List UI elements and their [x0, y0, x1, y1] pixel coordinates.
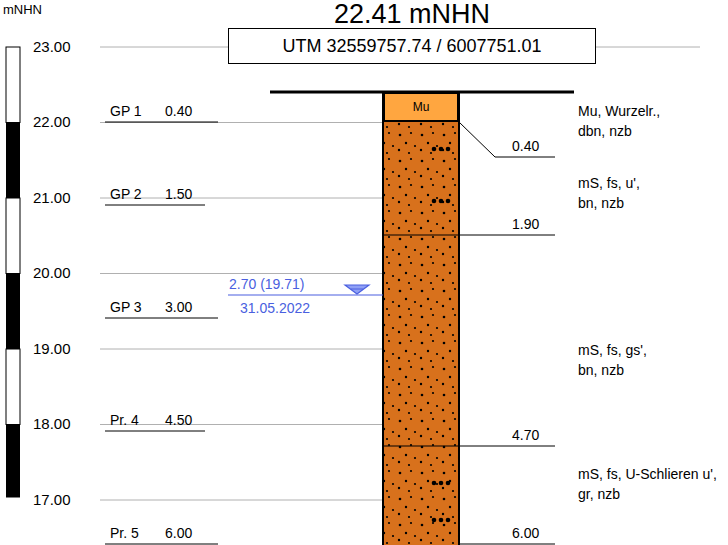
depth-line — [459, 122, 555, 544]
diagram-title: 22.41 mNHN — [334, 0, 490, 30]
sample-line — [105, 122, 218, 544]
layer-depth: 6.00 — [512, 525, 539, 542]
axis-value: 19.00 — [33, 340, 71, 358]
layer-description: mS, fs, U-Schlieren u', gr, nzb — [578, 464, 723, 504]
axis-value: 22.00 — [33, 113, 71, 131]
axis-value: 21.00 — [33, 189, 71, 207]
axis-unit: mNHN — [3, 2, 42, 18]
axis-value: 17.00 — [33, 491, 71, 509]
layer-depth: 4.70 — [512, 427, 539, 444]
layer-depth: 1.90 — [512, 216, 539, 233]
layer-description: mS, fs, gs', bn, nzb — [578, 340, 664, 380]
sample-name: GP 2 — [110, 186, 142, 203]
sample-name: GP 1 — [110, 103, 142, 120]
layer-description: Mu, Wurzelr., dbn, nzb — [578, 101, 678, 141]
topsoil-layer: Mu — [383, 92, 459, 122]
soil-column — [383, 92, 459, 545]
sample-depth: 4.50 — [165, 412, 192, 429]
node-text: UTM 32559757.74 / 6007751.01 — [282, 36, 541, 57]
sample-depth: 6.00 — [165, 525, 192, 542]
sample-depth: 1.50 — [165, 186, 192, 203]
sample-name: Pr. 4 — [110, 412, 139, 429]
axis-value: 23.00 — [33, 38, 71, 56]
sample-name: GP 3 — [110, 299, 142, 316]
water-level-depth: 2.70 (19.71) — [229, 276, 305, 293]
sample-depth: 0.40 — [165, 103, 192, 120]
water-level-date: 31.05.2022 — [240, 300, 310, 317]
scale-bar — [6, 47, 20, 498]
axis-value: 18.00 — [33, 415, 71, 433]
sample-depth: 3.00 — [165, 299, 192, 316]
axis-value: 20.00 — [33, 264, 71, 282]
sample-name: Pr. 5 — [110, 525, 139, 542]
layer-description: mS, fs, u', bn, nzb — [578, 173, 658, 213]
node-text: Mu — [413, 100, 430, 114]
coordinate-box: UTM 32559757.74 / 6007751.01 — [228, 28, 596, 64]
layer-depth: 0.40 — [512, 138, 539, 155]
